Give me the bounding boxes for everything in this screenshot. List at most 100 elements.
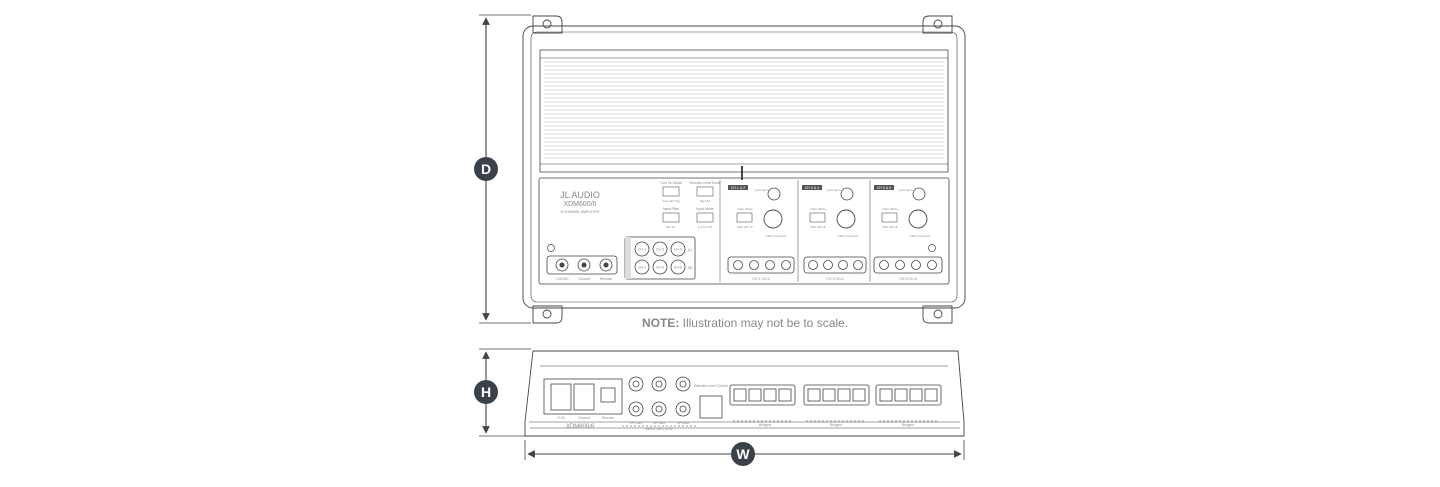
channel-section-5-6: CH 5 & 6 Input Sens. Filter Mode OFF HP …	[874, 185, 930, 238]
speaker-terminal-icon[interactable]	[911, 260, 921, 270]
rca-jack-icon[interactable]	[651, 401, 667, 417]
rca-jack-icon[interactable]	[634, 241, 650, 257]
speaker-terminal-icon[interactable]	[927, 260, 937, 270]
power-terminal-side[interactable]	[550, 383, 572, 411]
bridged-label: Bridged	[902, 423, 914, 427]
filter-mode-switch[interactable]	[881, 212, 898, 223]
remote-terminal-icon[interactable]	[599, 258, 613, 272]
filter-freq-label: Filter Freq (Hz)	[766, 234, 786, 238]
gain-label: Input Sens.	[826, 188, 841, 192]
amplifier-top-view	[522, 15, 966, 324]
rca-jack-icon[interactable]	[652, 259, 668, 275]
input-row-label: (L)	[688, 248, 692, 252]
scale-note: NOTE: Illustration may not be to scale.	[560, 316, 930, 330]
ground-terminal-icon[interactable]	[577, 258, 591, 272]
speaker-terminal-icon[interactable]	[808, 260, 818, 270]
speaker-terminal-side[interactable]	[837, 388, 851, 402]
rca-jack-icon[interactable]	[670, 259, 686, 275]
speaker-terminal-side[interactable]	[822, 388, 836, 402]
jack-label: CH-2	[638, 266, 646, 270]
mount-hole-icon	[933, 309, 943, 319]
turn-on-mode-switch[interactable]	[662, 186, 680, 197]
speaker-terminal-icon[interactable]	[838, 260, 848, 270]
speaker-terminal-icon[interactable]	[823, 260, 833, 270]
depth-dimension: D	[474, 14, 531, 324]
speaker-terminal-icon[interactable]	[765, 260, 775, 270]
rca-jack-icon[interactable]	[670, 241, 686, 257]
speaker-terminal-side[interactable]	[852, 388, 866, 402]
input-row-label: (R)	[688, 266, 693, 270]
power-terminal-block: +12VDC Ground Remote	[546, 244, 936, 281]
speaker-terminal-side[interactable]	[879, 388, 893, 402]
speaker-terminal-icon[interactable]	[749, 260, 759, 270]
gain-knob[interactable]	[840, 187, 854, 201]
switch-label: Remote Level Mode	[689, 181, 720, 185]
remote-label: Remote	[600, 277, 612, 281]
speaker-terminal-side[interactable]	[909, 388, 923, 402]
switch-options: 1-2 3-4 5-6	[698, 225, 713, 229]
rca-jack-icon[interactable]	[675, 401, 691, 417]
channel-tag-label: CH 5 & 6	[877, 186, 891, 190]
speaker-terminal-side[interactable]	[748, 388, 762, 402]
power-terminal-icon[interactable]	[555, 258, 569, 272]
note-label: NOTE:	[641, 316, 680, 330]
filter-mode-switch[interactable]	[809, 212, 826, 223]
speaker-terminal-side[interactable]	[733, 388, 747, 402]
gain-knob[interactable]	[912, 187, 926, 201]
input-jack-block: CH-1 CH-3 CH-5 CH-2 CH-4 CH-6 (L) (R)	[624, 236, 696, 280]
input-jack-panel	[624, 236, 696, 280]
filter-mode-label: Filter Mode	[737, 207, 752, 211]
rca-jack-icon[interactable]	[628, 401, 644, 417]
filter-freq-knob[interactable]	[836, 209, 856, 229]
speaker-terminal-side[interactable]	[924, 388, 938, 402]
speaker-terminal-icon[interactable]	[895, 260, 905, 270]
ground-terminal-side[interactable]	[573, 383, 595, 411]
heatsink-fins	[544, 61, 944, 159]
channel-tag	[802, 185, 822, 190]
rca-jack-icon[interactable]	[628, 376, 644, 392]
speaker-terminal-block	[727, 256, 795, 274]
speaker-terminal-side[interactable]	[894, 388, 908, 402]
speaker-terminal-icon[interactable]	[879, 260, 889, 270]
filter-freq-knob[interactable]	[763, 209, 783, 229]
speaker-terminal-icon[interactable]	[733, 260, 743, 270]
filter-mode-label: Filter Mode	[882, 207, 897, 211]
gain-knob[interactable]	[767, 187, 781, 201]
input-filter-switch[interactable]	[662, 212, 680, 223]
remote-level-mode-switch[interactable]	[696, 186, 714, 197]
speaker-terminal-side[interactable]	[778, 388, 792, 402]
speaker-terminal-block	[873, 256, 943, 274]
filter-mode-options: OFF HP LP	[737, 225, 752, 229]
input-mode-switch[interactable]	[696, 212, 714, 223]
remote-terminal-side[interactable]	[600, 387, 616, 403]
chassis-inner	[530, 31, 958, 303]
rca-jack-icon[interactable]	[651, 376, 667, 392]
speaker-terminal-icon[interactable]	[781, 260, 791, 270]
switch-label: Input Mode	[696, 207, 714, 211]
remote-level-port[interactable]	[699, 395, 723, 419]
depth-label: D	[481, 161, 491, 177]
filter-mode-switch[interactable]	[736, 212, 753, 223]
rca-jack-icon[interactable]	[652, 241, 668, 257]
side-rca-jacks	[628, 376, 691, 417]
rca-jack-icon[interactable]	[675, 376, 691, 392]
channel-tag-label: CH 3 & 4	[805, 186, 819, 190]
rca-jack-icon[interactable]	[634, 259, 650, 275]
filter-freq-knob[interactable]	[908, 209, 928, 229]
speaker-label: CH-3 CH-4	[826, 277, 843, 281]
speaker-terminal-icon[interactable]	[853, 260, 863, 270]
speaker-terminal-block-side	[729, 384, 796, 406]
mount-hole-icon	[933, 19, 943, 29]
global-switches: Turn On Mode Auto 12V Sig Remote Level M…	[660, 181, 721, 229]
amplifier-subtitle: 6 CHANNEL AMPLIFIER	[561, 210, 600, 214]
model-name: XDM600/6	[563, 201, 596, 208]
jack-label: CH-3	[656, 248, 664, 252]
side-view-labels: +12V Ground Remote XDM600/6 Remote Level…	[557, 384, 914, 431]
note-text: Illustration may not be to scale.	[682, 316, 849, 330]
terminal-screw-icon	[559, 262, 565, 268]
speaker-terminal-side[interactable]	[807, 388, 821, 402]
mount-ear-top-right	[922, 15, 953, 34]
speaker-terminal-side[interactable]	[763, 388, 777, 402]
